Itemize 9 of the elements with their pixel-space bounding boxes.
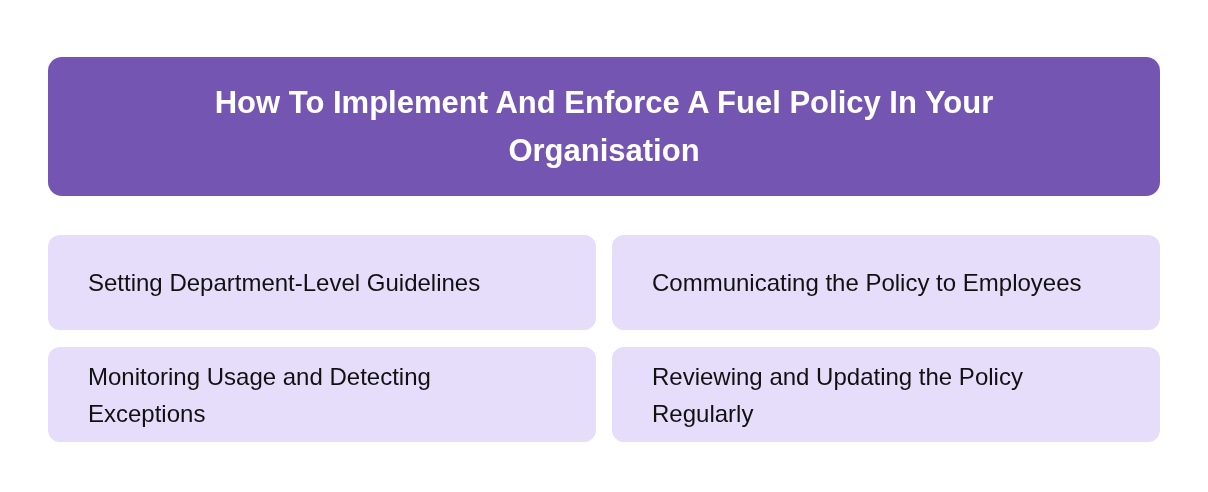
step-card (612, 235, 1160, 330)
step-card (48, 347, 596, 442)
step-text: Monitoring Usage and Detecting Exceptions (88, 361, 432, 429)
title: How To Implement And Enforce A Fuel Policy In Your Organisation (213, 83, 995, 170)
step-card (612, 347, 1160, 442)
step-text: Setting Department-Level Guidelines (88, 268, 481, 298)
step-card (48, 235, 596, 330)
step-text: Reviewing and Updating the Policy Regularly (652, 361, 1024, 429)
step-text: Communicating the Policy to Employees (652, 268, 1082, 298)
